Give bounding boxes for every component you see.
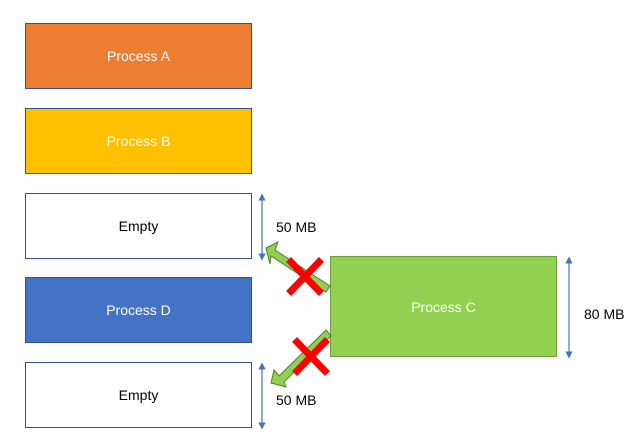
process-a-block: Process A [25, 23, 252, 89]
process-c-size-label: 80 MB [584, 306, 625, 322]
process-d-block: Process D [25, 277, 252, 343]
empty-block-top: Empty [25, 193, 252, 259]
bottom-hole-size-label: 50 MB [276, 392, 317, 408]
red-x-icon [286, 257, 324, 296]
process-c-label: Process C [411, 298, 476, 315]
process-a-label: Process A [106, 48, 171, 64]
process-b-block: Process B [25, 108, 252, 174]
process-d-label: Process D [106, 302, 171, 318]
empty-block-bottom: Empty [25, 362, 252, 428]
process-c-block: Process C [330, 256, 557, 357]
empty-bottom-label: Empty [118, 387, 159, 403]
green-arrow-icon [270, 329, 332, 388]
red-x-icon [292, 337, 330, 376]
empty-top-label: Empty [118, 218, 159, 234]
process-b-label: Process B [106, 133, 171, 149]
top-hole-size-label: 50 MB [276, 219, 317, 235]
